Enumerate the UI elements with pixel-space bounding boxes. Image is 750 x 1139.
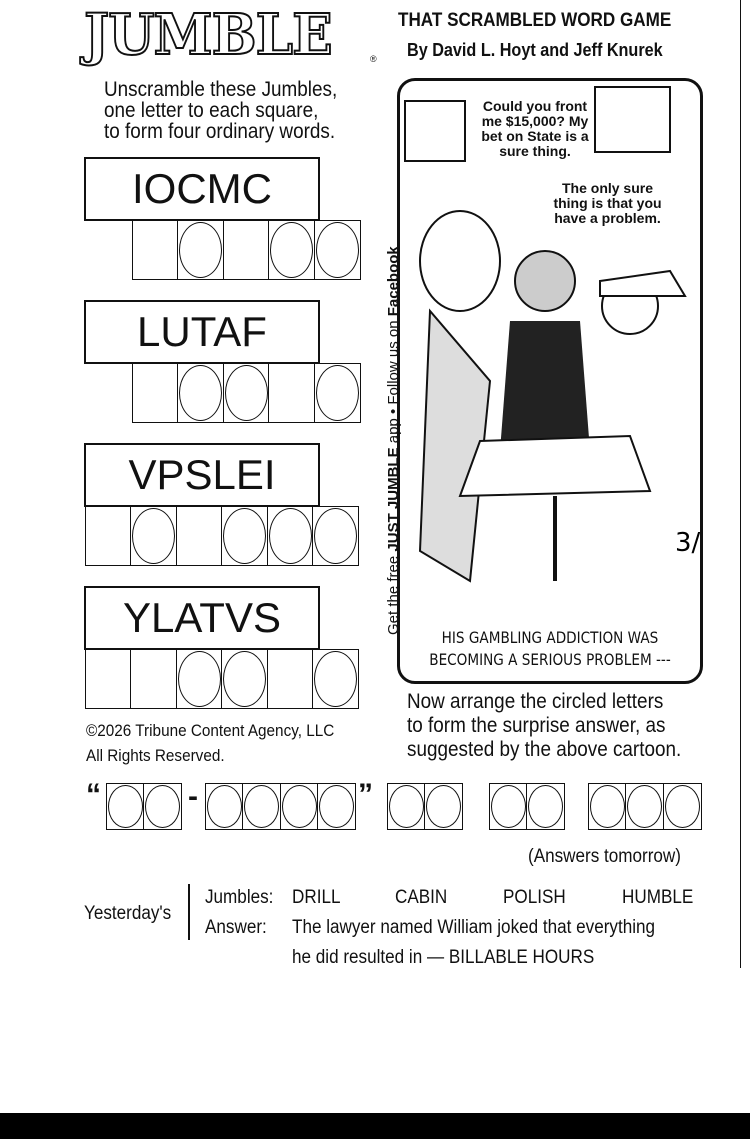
answer-word-group: [204, 783, 356, 831]
scrambled-word: LUTAF: [84, 300, 320, 364]
answer-word-group: [105, 783, 182, 831]
answer-letter-square[interactable]: [105, 783, 145, 830]
answer-label: Answer:: [205, 917, 267, 938]
close-quote: ”: [358, 778, 373, 811]
letter-square[interactable]: [268, 363, 315, 423]
circled-letter-square[interactable]: [130, 506, 177, 566]
answer-letter-square[interactable]: [279, 783, 319, 830]
answer-letter-square[interactable]: [386, 783, 426, 830]
cartoon-caption: HIS GAMBLING ADDICTION WAS BECOMING A SE…: [429, 628, 671, 669]
yesterday-jumble: DRILL: [292, 887, 341, 908]
circled-letter-square[interactable]: [268, 220, 315, 280]
scrambled-word: IOCMC: [84, 157, 320, 221]
cartoon-date: 3/6: [675, 528, 700, 558]
circled-letter-square[interactable]: [177, 363, 224, 423]
column-rule: [740, 0, 741, 968]
answer-letter-square[interactable]: [587, 783, 627, 830]
letter-square[interactable]: [84, 506, 132, 566]
answer-letter-square[interactable]: [526, 783, 565, 830]
cartoon-panel: 3/6 Could you front me $15,000? My bet o…: [397, 78, 703, 684]
copyright-line: ©2026 Tribune Content Agency, LLC: [86, 721, 335, 740]
speech-bubble-1: Could you front me $15,000? My bet on St…: [481, 98, 589, 159]
instructions: Unscramble these Jumbles, one letter to …: [104, 78, 338, 143]
rights-line: All Rights Reserved.: [86, 746, 225, 765]
letter-square[interactable]: [131, 220, 179, 280]
answer-letter-square[interactable]: [143, 783, 182, 830]
answer-word-group: [587, 783, 702, 831]
yesterday-jumble: POLISH: [503, 887, 566, 908]
letter-square[interactable]: [222, 220, 270, 280]
circled-letter-square[interactable]: [221, 506, 268, 566]
bottom-bar: [0, 1113, 750, 1139]
answer-squares: [131, 220, 361, 280]
circled-letter-square[interactable]: [175, 649, 223, 709]
circled-letter-square[interactable]: [221, 649, 268, 709]
yesterday-jumble: CABIN: [395, 887, 448, 908]
speech-bubble-2: The only sure thing is that you have a p…: [553, 180, 662, 226]
answer-letter-square[interactable]: [488, 783, 528, 830]
circled-letter-square[interactable]: [313, 220, 361, 280]
scrambled-word: VPSLEI: [84, 443, 320, 507]
answer-squares: [84, 506, 359, 566]
registered-mark: ®: [370, 54, 377, 64]
yesterday-label: Yesterday's: [84, 903, 172, 924]
yesterday-divider: [188, 884, 190, 940]
circled-letter-square[interactable]: [313, 363, 361, 423]
circled-letter-square[interactable]: [266, 506, 314, 566]
answer-squares: [84, 649, 359, 709]
answer-dash: -: [188, 780, 198, 813]
cartoon-drawing: 3/6: [404, 86, 700, 583]
byline: By David L. Hoyt and Jeff Knurek: [407, 40, 663, 60]
letter-square[interactable]: [175, 506, 223, 566]
answer-word-group: [386, 783, 463, 831]
jumbles-label: Jumbles:: [205, 887, 274, 908]
yesterday-answer-2: he did resulted in — BILLABLE HOURS: [292, 947, 595, 968]
circled-letter-square[interactable]: [312, 506, 359, 566]
letter-square[interactable]: [130, 649, 177, 709]
answer-letter-square[interactable]: [242, 783, 281, 830]
answer-letter-square[interactable]: [424, 783, 463, 830]
circled-letter-square[interactable]: [312, 649, 359, 709]
letter-square[interactable]: [84, 649, 132, 709]
circled-letter-square[interactable]: [177, 220, 224, 280]
arrange-instructions: Now arrange the circled letters to form …: [407, 690, 682, 761]
circled-letter-square[interactable]: [222, 363, 270, 423]
letter-square[interactable]: [266, 649, 314, 709]
scrambled-word: YLATVS: [84, 586, 320, 650]
answer-letter-square[interactable]: [317, 783, 356, 830]
open-quote: “: [86, 778, 101, 811]
jumble-logo: JUMBLE: [83, 1, 334, 69]
yesterday-jumble: HUMBLE: [622, 887, 694, 908]
answer-letter-square[interactable]: [204, 783, 244, 830]
answers-tomorrow: (Answers tomorrow): [528, 846, 681, 867]
letter-square[interactable]: [131, 363, 179, 423]
answer-letter-square[interactable]: [662, 783, 702, 830]
answer-letter-square[interactable]: [625, 783, 664, 830]
answer-word-group: [488, 783, 565, 831]
game-title: THAT SCRAMBLED WORD GAME: [398, 10, 672, 31]
copyright: ©2026 Tribune Content Agency, LLC All Rig…: [86, 718, 334, 768]
yesterday-answer-1: The lawyer named William joked that ever…: [292, 917, 656, 938]
answer-squares: [131, 363, 361, 423]
